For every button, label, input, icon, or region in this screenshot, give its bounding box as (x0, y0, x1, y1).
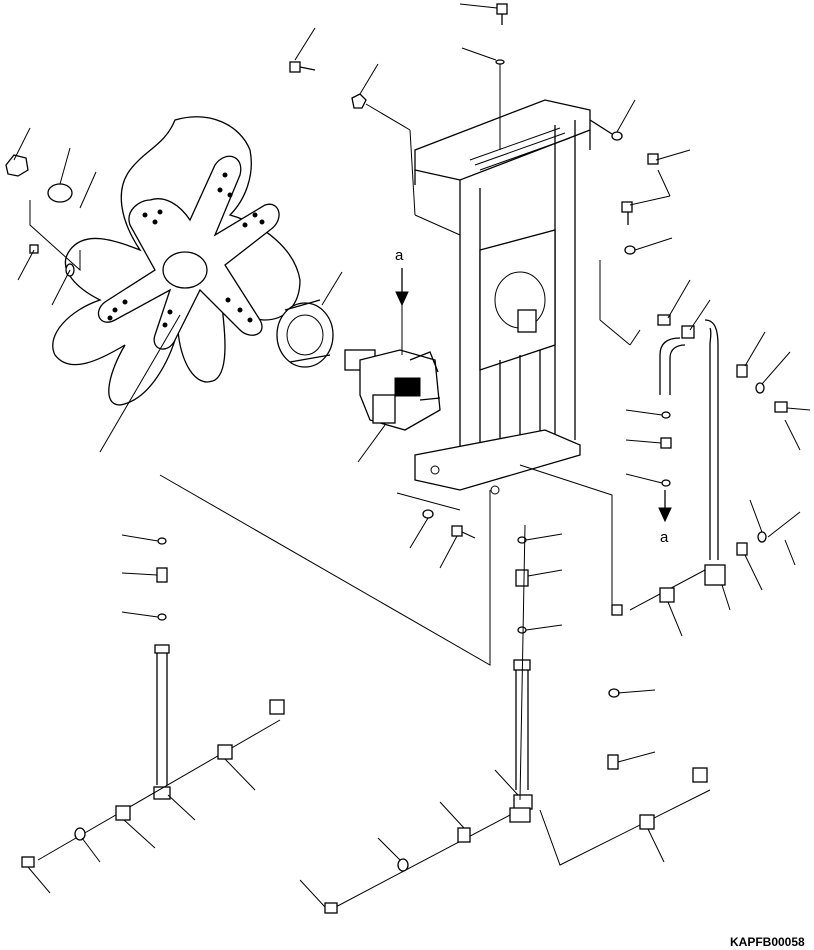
hose-clamp-right-bottom (611, 499, 801, 637)
bracket-chain-bottom-right (539, 688, 711, 866)
fan-spacer (276, 271, 343, 368)
radiator-frame (414, 99, 591, 495)
hose-right (657, 279, 811, 560)
arrow-label-a-top: a (395, 247, 404, 264)
bracket-chain-bottom-left (21, 699, 285, 894)
fan-motor (344, 349, 441, 463)
frame-bottom-hardware (396, 492, 476, 569)
arrow-a-bottom: a (658, 490, 672, 546)
frame-bolt-left (289, 27, 411, 131)
top-bolt (459, 3, 508, 150)
bracket-chain-bottom-center (299, 801, 511, 914)
drawing-code: KAPFB00058 (730, 935, 805, 949)
cooling-fan (52, 116, 301, 453)
hose-left (121, 534, 196, 821)
fan-hardware-top-left (5, 127, 97, 306)
fitting-stack-right (625, 409, 672, 487)
frame-hardware-right (589, 99, 691, 255)
hose-center (494, 524, 563, 823)
arrow-a-top: a (395, 247, 409, 355)
arrow-label-a-bottom: a (660, 529, 669, 546)
